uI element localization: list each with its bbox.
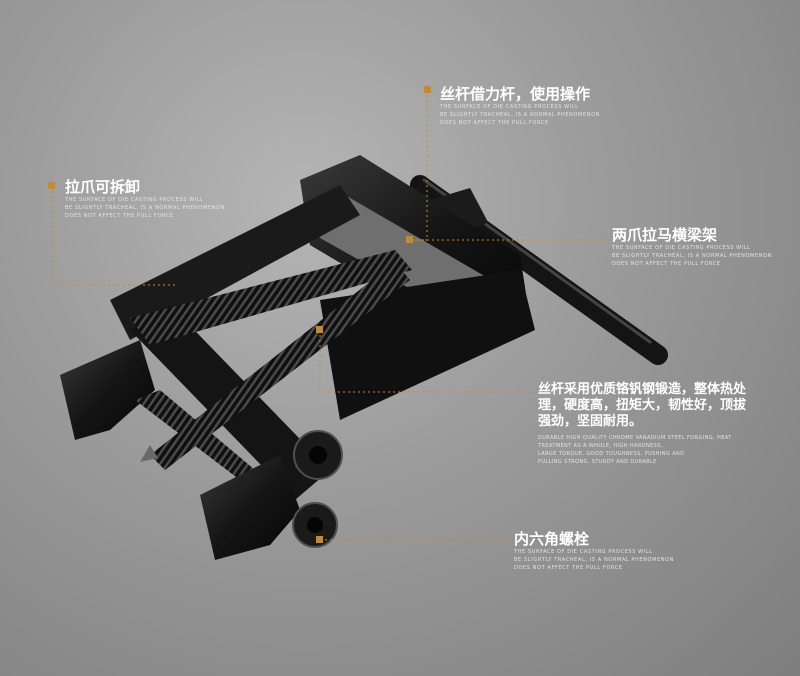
callout-screw-material: 丝杆采用优质铬钒钢锻造，整体热处理，硬度高，扭矩大，韧性好，顶拔强劲，坚固耐用。…: [538, 382, 748, 466]
callout-subtext: BE SLIGHTLY TRACHEAL, IS A NORMAL PHENOM…: [65, 205, 225, 211]
callout-subtext: DURABLE HIGH QUALITY CHROME VANADIUM STE…: [538, 435, 732, 441]
callout-subtext: THE SURFACE OF DIE CASTING PROCESS WILL: [440, 104, 579, 110]
callout-crossbeam: 两爪拉马横梁架 THE SURFACE OF DIE CASTING PROCE…: [612, 226, 772, 268]
callout-title: 拉爪可拆卸: [65, 178, 141, 196]
callout-subtext: DOES NOT AFFECT THE PULL FORCE: [440, 120, 549, 126]
callout-subtext: BE SLIGHTLY TRACHEAL, IS A NORMAL PHENOM…: [612, 253, 772, 259]
callout-subtext: THE SURFACE OF DIE CASTING PROCESS WILL: [514, 549, 653, 555]
callout-subtext: BE SLIGHTLY TRACHEAL, IS A NORMAL PHENOM…: [440, 112, 600, 118]
callout-title: 两爪拉马横梁架: [612, 226, 718, 244]
callout-subtext: THE SURFACE OF DIE CASTING PROCESS WILL: [65, 197, 204, 203]
callout-claw: 拉爪可拆卸 THE SURFACE OF DIE CASTING PROCESS…: [65, 178, 225, 220]
callout-subtext: TREATMENT AS A WHOLE, HIGH HARDNESS,: [538, 443, 663, 449]
marker-screw-lever: [424, 86, 431, 93]
callout-subtext: BE SLIGHTLY TRACHEAL, IS A NORMAL PHENOM…: [514, 557, 674, 563]
marker-hex-bolt: [316, 536, 323, 543]
callout-subtext: PULLING STRONG, STURDY AND DURABLE: [538, 459, 657, 465]
callout-subtext: LARGE TORQUE, GOOD TOUGHNESS, PUSHING AN…: [538, 451, 685, 457]
marker-claw: [48, 182, 55, 189]
callout-subtext: THE SURFACE OF DIE CASTING PROCESS WILL: [612, 245, 751, 251]
callout-title: 丝杆借力杆，使用操作: [440, 85, 591, 103]
marker-crossbeam: [406, 236, 413, 243]
callout-hex-bolt: 内六角螺栓 THE SURFACE OF DIE CASTING PROCESS…: [514, 530, 674, 572]
callout-subtext: DOES NOT AFFECT THE PULL FORCE: [612, 261, 721, 267]
callout-screw-lever: 丝杆借力杆，使用操作 THE SURFACE OF DIE CASTING PR…: [440, 85, 600, 127]
callout-title: 内六角螺栓: [514, 530, 590, 548]
callout-subtext: DOES NOT AFFECT THE PULL FORCE: [514, 565, 623, 571]
callout-subtext: DOES NOT AFFECT THE PULL FORCE: [65, 213, 174, 219]
marker-screw-material: [316, 326, 323, 333]
callout-description: 丝杆采用优质铬钒钢锻造，整体热处理，硬度高，扭矩大，韧性好，顶拔强劲，坚固耐用。: [538, 382, 747, 429]
